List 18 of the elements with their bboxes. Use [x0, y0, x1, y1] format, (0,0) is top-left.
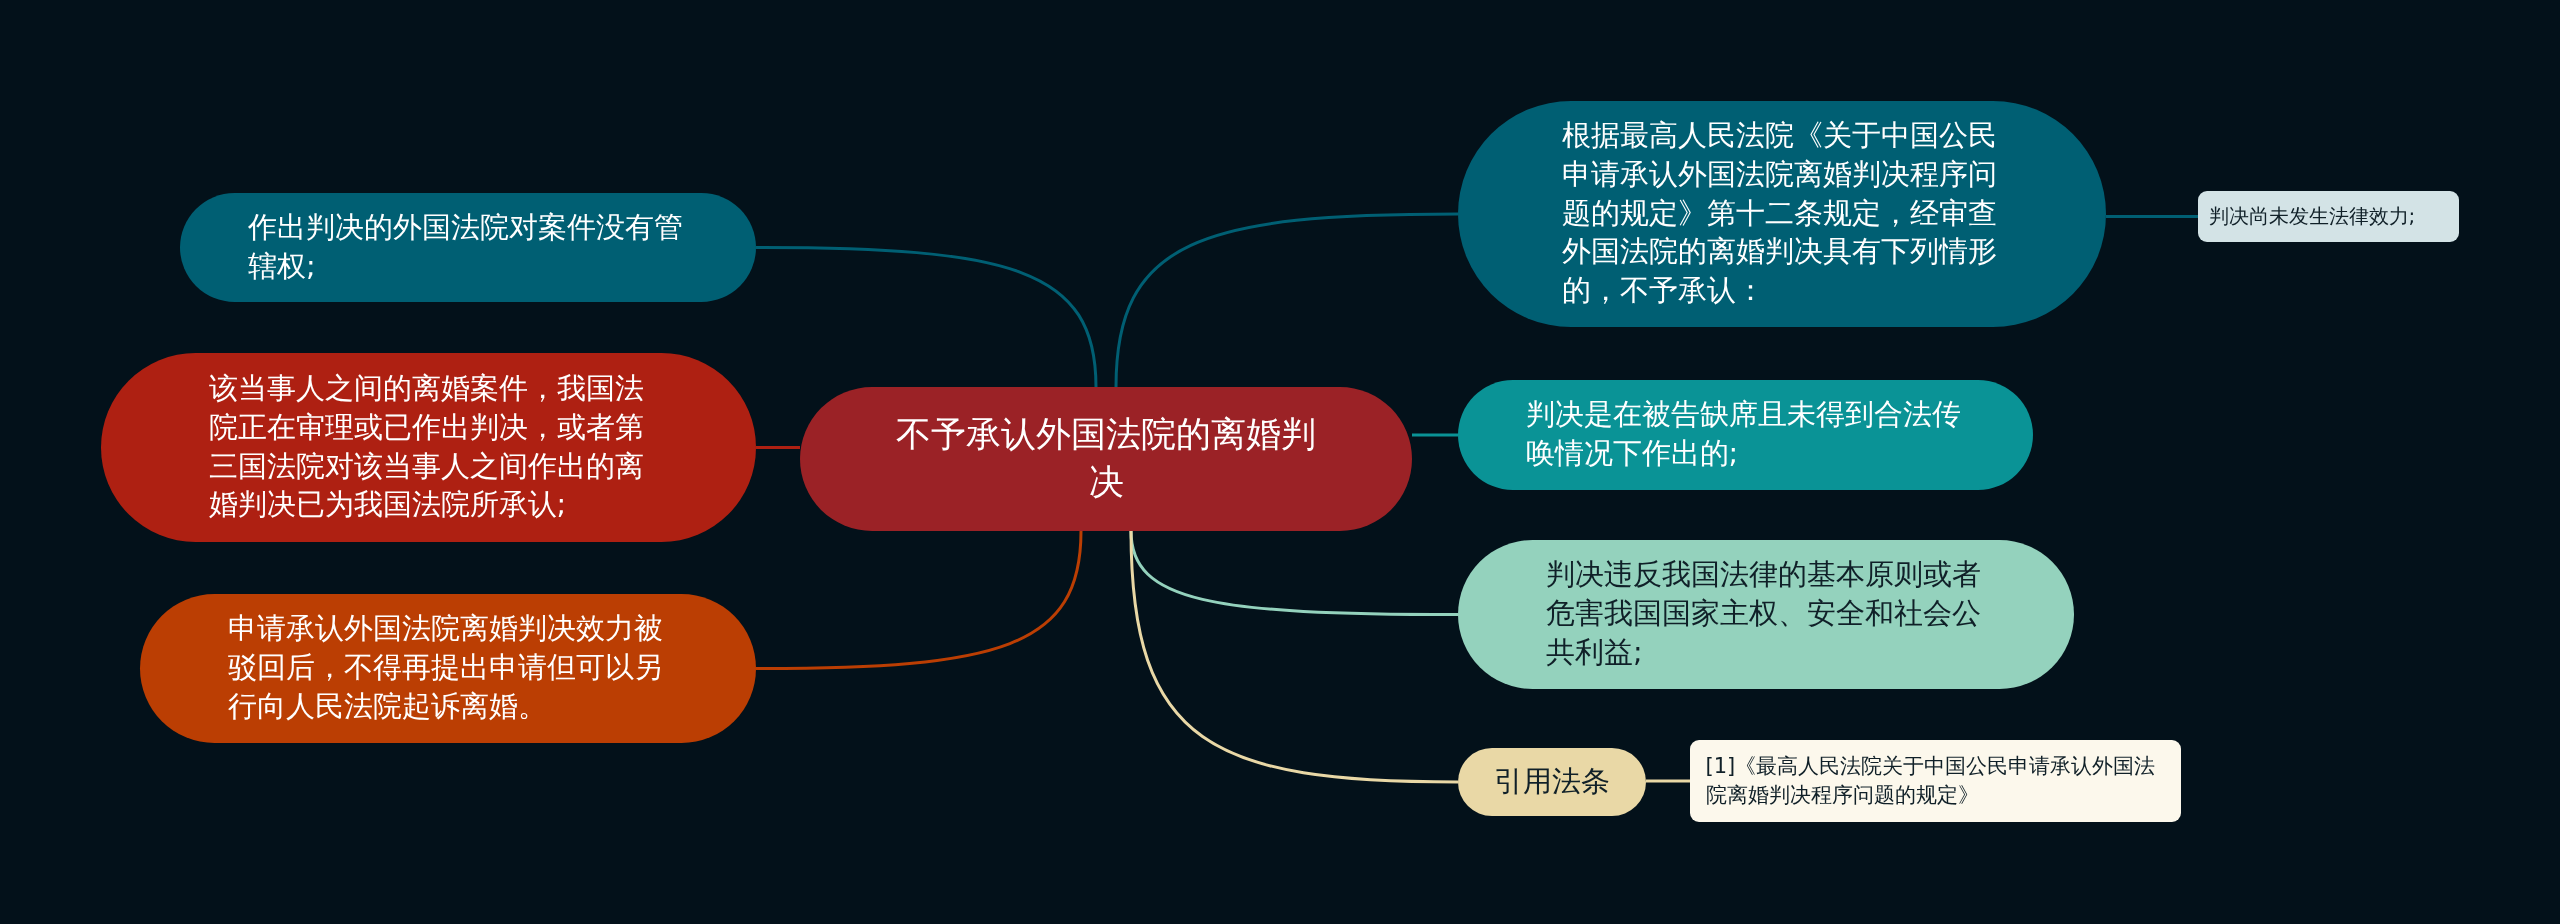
leaf-label: 判决尚未发生法律效力; — [2198, 191, 2459, 242]
connector-line — [1114, 212, 1458, 388]
topic-bubble: 判决是在被告缺席且未得到合法传唤情况下作出的; — [1458, 380, 2033, 490]
connector-line — [2106, 215, 2198, 218]
central-topic-bubble: 不予承认外国法院的离婚判决 — [800, 387, 1412, 531]
topic-bubble: 该当事人之间的离婚案件，我国法院正在审理或已作出判决，或者第三国法院对该当事人之间作出的离婚判决已为我国法院所承认; — [101, 353, 756, 542]
connector-line — [756, 446, 800, 449]
topic-bubble: 判决违反我国法律的基本原则或者危害我国国家主权、安全和社会公共利益; — [1458, 540, 2074, 689]
connector-line — [1412, 433, 1458, 437]
topic-bubble: 引用法条 — [1458, 748, 1646, 816]
topic-bubble: 申请承认外国法院离婚判决效力被驳回后，不得再提出申请但可以另行向人民法院起诉离婚。 — [140, 594, 756, 743]
connector-line — [756, 530, 1083, 670]
connector-line — [1129, 530, 1459, 784]
topic-bubble: 根据最高人民法院《关于中国公民申请承认外国法院离婚判决程序问题的规定》第十二条规定，经审查外国法院的离婚判决具有下列情形的，不予承认： — [1458, 101, 2106, 327]
connector-line — [756, 246, 1098, 388]
citation-label: [1]《最高人民法院关于中国公民申请承认外国法院离婚判决程序问题的规定》 — [1690, 740, 2181, 822]
connector-line — [1646, 779, 1690, 783]
topic-bubble: 作出判决的外国法院对案件没有管辖权; — [180, 193, 756, 302]
